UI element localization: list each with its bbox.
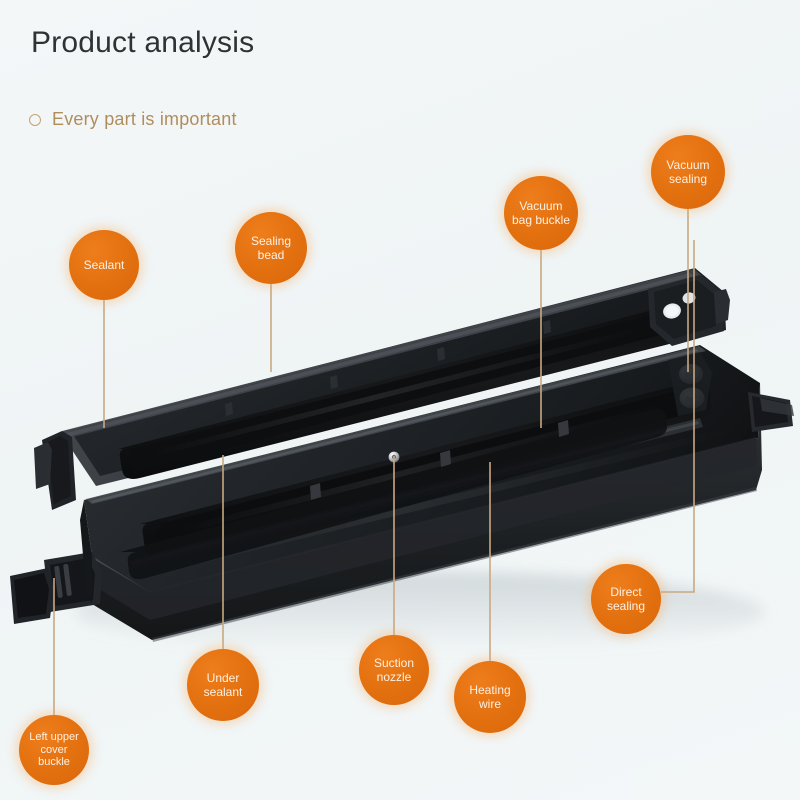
callout-label-vacuum-bag-buckle: Vacuum bag buckle: [511, 198, 571, 227]
page-title: Product analysis: [31, 26, 255, 59]
callout-sealing-bead[interactable]: Sealing bead: [235, 212, 307, 284]
callout-under-sealant[interactable]: Under sealant: [187, 649, 259, 721]
callout-label-suction-nozzle: Suction nozzle: [373, 655, 415, 684]
callout-sealant[interactable]: Sealant: [69, 230, 139, 300]
callout-label-sealing-bead: Sealing bead: [250, 233, 292, 262]
subtitle-text: Every part is important: [52, 109, 237, 129]
callout-label-left-upper-cover-buckle: Left upper cover buckle: [29, 730, 79, 769]
callout-label-under-sealant: Under sealant: [203, 670, 243, 699]
callout-vacuum-bag-buckle[interactable]: Vacuum bag buckle: [504, 176, 578, 250]
callout-label-sealant: Sealant: [83, 257, 125, 272]
callout-label-direct-sealing: Direct sealing: [606, 584, 646, 613]
circle-outline-icon: [29, 113, 41, 126]
callout-suction-nozzle[interactable]: Suction nozzle: [359, 635, 429, 705]
callout-label-vacuum-sealing: Vacuum sealing: [666, 157, 710, 186]
subtitle-row: Every part is important: [29, 109, 237, 130]
callout-heating-wire[interactable]: Heating wire: [454, 661, 526, 733]
callout-vacuum-sealing[interactable]: Vacuum sealing: [651, 135, 725, 209]
callout-label-heating-wire: Heating wire: [469, 682, 511, 711]
callout-direct-sealing[interactable]: Direct sealing: [591, 564, 661, 634]
callout-left-upper-cover-buckle[interactable]: Left upper cover buckle: [19, 715, 89, 785]
